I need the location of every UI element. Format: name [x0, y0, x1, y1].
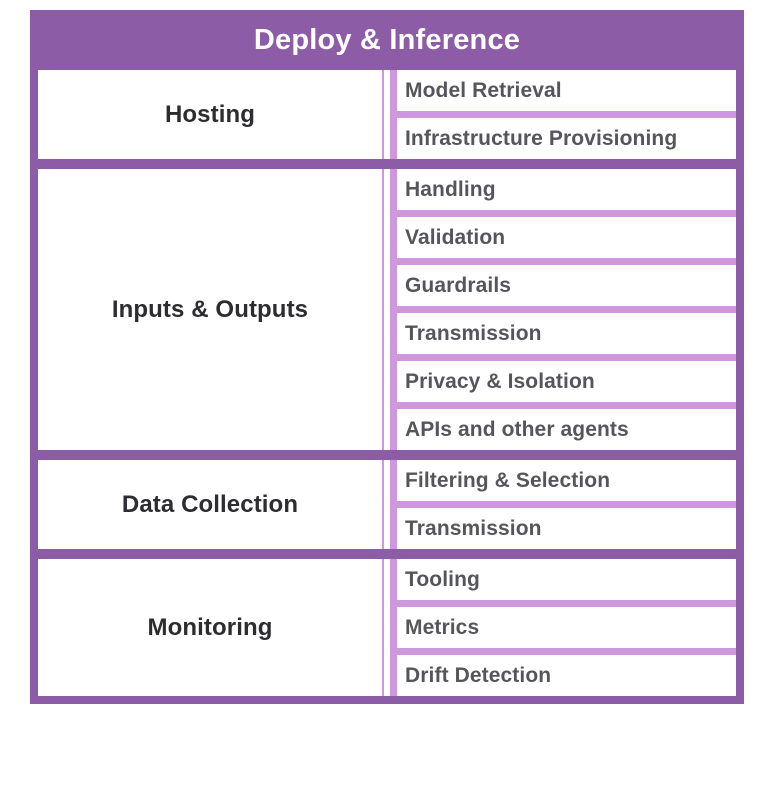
item-label: Tooling — [405, 567, 480, 591]
item-cell: Transmission — [397, 508, 736, 549]
item-label: Validation — [405, 225, 506, 249]
item-label: Drift Detection — [405, 663, 552, 687]
item-label: APIs and other agents — [405, 417, 629, 441]
category-cell-data-collection: Data Collection — [38, 460, 384, 549]
item-rows-monitoring: Tooling Metrics Drift Detection — [390, 559, 736, 696]
item-cell: Validation — [397, 217, 736, 258]
item-label: Transmission — [405, 321, 542, 345]
item-cell: Handling — [397, 169, 736, 210]
item-cell: Guardrails — [397, 265, 736, 306]
item-rows-hosting: Model Retrieval Infrastructure Provision… — [390, 70, 736, 159]
item-cell: Model Retrieval — [397, 70, 736, 111]
table-title: Deploy & Inference — [253, 23, 521, 56]
section-inputs-outputs: Inputs & Outputs Handling Validation Gua… — [38, 169, 736, 450]
deploy-inference-table: Deploy & Inference Hosting Model Retriev… — [30, 10, 744, 704]
item-label: Guardrails — [405, 273, 512, 297]
column-gutter — [384, 559, 390, 696]
item-rows-data-collection: Filtering & Selection Transmission — [390, 460, 736, 549]
item-cell: APIs and other agents — [397, 409, 736, 450]
section-data-collection: Data Collection Filtering & Selection Tr… — [38, 460, 736, 549]
item-label: Transmission — [405, 516, 542, 540]
category-cell-hosting: Hosting — [38, 70, 384, 159]
item-label: Filtering & Selection — [405, 468, 611, 492]
category-label: Inputs & Outputs — [111, 295, 309, 323]
item-label: Privacy & Isolation — [405, 369, 595, 393]
category-label: Hosting — [164, 100, 256, 128]
item-rows-inputs-outputs: Handling Validation Guardrails Transmiss… — [390, 169, 736, 450]
item-label: Model Retrieval — [405, 78, 562, 102]
category-label: Monitoring — [147, 613, 273, 641]
category-cell-monitoring: Monitoring — [38, 559, 384, 696]
item-label: Metrics — [405, 615, 480, 639]
item-cell: Tooling — [397, 559, 736, 600]
column-gutter — [384, 169, 390, 450]
section-monitoring: Monitoring Tooling Metrics Drift Detecti… — [38, 559, 736, 696]
item-cell: Filtering & Selection — [397, 460, 736, 501]
category-cell-inputs-outputs: Inputs & Outputs — [38, 169, 384, 450]
item-label: Infrastructure Provisioning — [405, 126, 678, 150]
table-header: Deploy & Inference — [38, 10, 736, 70]
section-hosting: Hosting Model Retrieval Infrastructure P… — [38, 70, 736, 159]
item-cell: Drift Detection — [397, 655, 736, 696]
item-cell: Infrastructure Provisioning — [397, 118, 736, 159]
column-gutter — [384, 70, 390, 159]
column-gutter — [384, 460, 390, 549]
item-cell: Metrics — [397, 607, 736, 648]
item-label: Handling — [405, 177, 496, 201]
item-cell: Transmission — [397, 313, 736, 354]
item-cell: Privacy & Isolation — [397, 361, 736, 402]
category-label: Data Collection — [121, 490, 299, 518]
